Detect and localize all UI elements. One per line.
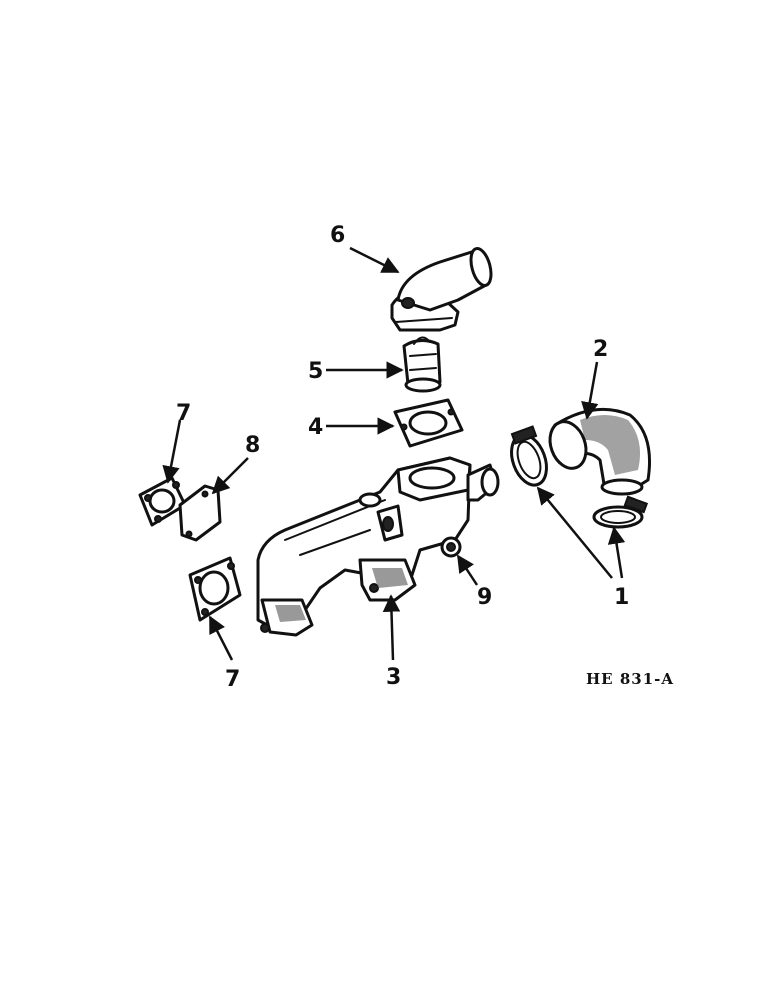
callout-7-lower: 7: [225, 667, 240, 692]
pipe-plug: [440, 536, 462, 558]
callout-3: 3: [386, 665, 401, 690]
thermostat: [402, 336, 442, 393]
callout-8: 8: [245, 433, 260, 458]
manifold-gasket-upper: [138, 476, 187, 527]
water-outlet-elbow: [390, 247, 493, 332]
hose-clamp-upper: [510, 425, 548, 487]
callout-4: 4: [308, 415, 323, 440]
manifold-gasket-lower: [188, 556, 242, 622]
callout-1: 1: [614, 585, 629, 610]
callout-7-upper: 7: [176, 401, 191, 426]
thermostat-gasket: [393, 398, 464, 448]
callout-2: 2: [593, 337, 608, 362]
elbow-hose: [548, 407, 652, 496]
figure-code: HE 831-A: [586, 670, 674, 688]
hose-clamp-lower: [592, 495, 649, 529]
callout-9: 9: [477, 585, 492, 610]
water-manifold: [256, 456, 500, 637]
callout-6: 6: [330, 223, 345, 248]
leader-lines: [162, 246, 626, 661]
cover-plate: [178, 484, 222, 542]
callout-5: 5: [308, 359, 323, 384]
